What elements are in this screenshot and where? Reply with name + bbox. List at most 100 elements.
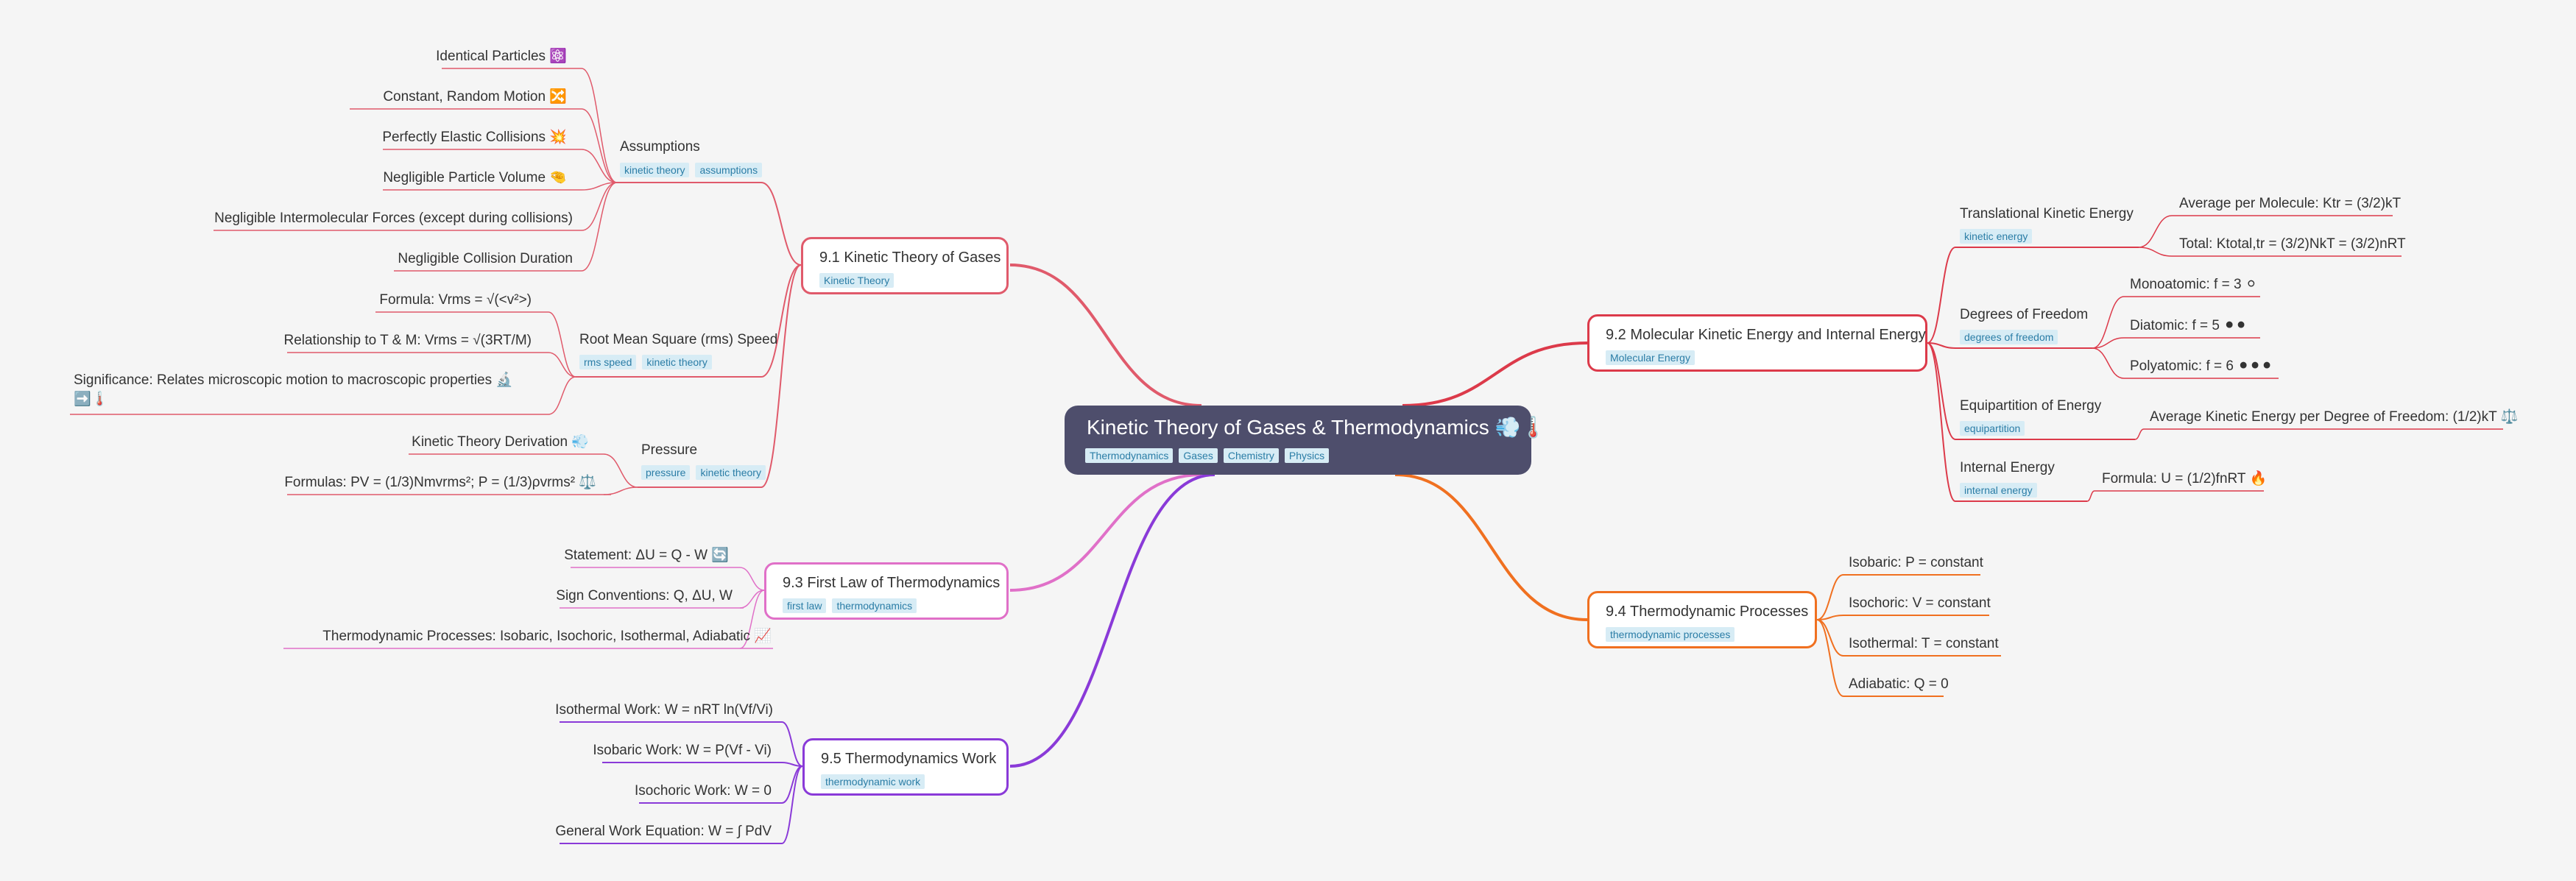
branch-title: 9.5 Thermodynamics Work [821,751,997,767]
connector-line [2086,490,2095,502]
translational-node[interactable]: Translational Kinetic Energy [1960,206,2134,222]
leaf-node[interactable]: Average per Molecule: Ktr = (3/2)kT [2179,196,2402,211]
connector-line [1816,619,1844,697]
leaf-node[interactable]: Adiabatic: Q = 0 [1849,676,1949,692]
degrees-of-freedom-tags: degrees of freedom [1960,330,2064,344]
leaf-node[interactable]: Monoatomic: f = 3 ⚪ [2130,277,2257,292]
connector-line [2092,337,2125,349]
connector-line [2138,215,2173,248]
tag: kinetic theory [696,465,766,480]
tag: Chemistry [1223,448,1279,463]
assumptions-tags: kinetic theory assumptions [620,163,768,177]
leaf-node[interactable]: Isothermal Work: W = nRT ln(Vf/Vi) [555,702,773,718]
leaf-node[interactable]: Relationship to T & M: Vrms = √(3RT/M) [283,333,532,348]
leaf-node[interactable]: Average Kinetic Energy per Degree of Fre… [2150,409,2519,425]
equipartition-node[interactable]: Equipartition of Energy [1960,398,2102,414]
leaf-node[interactable]: Kinetic Theory Derivation 💨 [412,434,589,450]
leaf-node[interactable]: Total: Ktotal,tr = (3/2)NkT = (3/2)nRT [2179,236,2406,252]
leaf-node[interactable]: Significance: Relates microscopic motion… [74,372,514,407]
degrees-of-freedom-node[interactable]: Degrees of Freedom [1960,307,2089,322]
connector-line [739,590,765,649]
connector-line [603,487,638,495]
tag: thermodynamic work [821,774,925,789]
leaf-node[interactable]: Identical Particles ⚛️ [436,49,567,64]
leaf-node[interactable]: Sign Conventions: Q, ΔU, W [556,588,733,604]
connector-line [603,453,638,488]
tag: thermodynamic processes [1606,627,1735,642]
leaf-node[interactable]: Negligible Intermolecular Forces (except… [214,210,573,226]
connector-line [1816,574,1844,620]
connector-line [761,264,802,488]
branch-molecular-energy[interactable]: 9.2 Molecular Kinetic Energy and Interna… [1587,314,1927,372]
pressure-node[interactable]: Pressure [641,442,698,458]
tag: Thermodynamics [1085,448,1174,463]
leaf-node[interactable]: Formulas: PV = (1/3)Nmvrms²; P = (1/3)ρv… [284,475,596,490]
branch-tags: thermodynamic processes [1606,627,1740,642]
connector-line [1394,473,1588,621]
branch-thermodynamic-processes[interactable]: 9.4 Thermodynamic Processes thermodynami… [1587,591,1817,648]
connector-line [548,311,576,378]
leaf-node[interactable]: Constant, Random Motion 🔀 [383,89,567,105]
tag: Gases [1179,448,1218,463]
branch-title: 9.2 Molecular Kinetic Energy and Interna… [1606,327,1926,343]
tag: thermodynamics [832,598,917,613]
connector-line [1927,342,1956,502]
leaf-node[interactable]: General Work Equation: W = ∫ PdV [555,824,772,839]
branch-title: 9.1 Kinetic Theory of Gases [819,250,1001,266]
branch-thermodynamic-work[interactable]: 9.5 Thermodynamics Work thermodynamic wo… [802,738,1009,796]
leaf-node[interactable]: Formula: U = (1/2)fnRT 🔥 [2102,471,2268,487]
connector-line [581,182,618,272]
tag: first law [783,598,827,613]
leaf-node[interactable]: Isochoric Work: W = 0 [634,783,772,799]
branch-title: 9.4 Thermodynamic Processes [1606,604,1809,620]
branch-kinetic-theory[interactable]: 9.1 Kinetic Theory of Gases Kinetic Theo… [801,237,1009,294]
connector-line [2092,347,2125,379]
root-tags: Thermodynamics Gases Chemistry Physics [1085,448,1335,463]
leaf-node[interactable]: Statement: ΔU = Q - W 🔄 [564,548,729,563]
connector-line [548,376,576,415]
rms-speed-node[interactable]: Root Mean Square (rms) Speed [579,332,778,347]
tag: internal energy [1960,483,2037,498]
tag: equipartition [1960,421,2025,436]
branch-first-law[interactable]: 9.3 First Law of Thermodynamics first la… [764,562,1009,620]
leaf-node[interactable]: Negligible Particle Volume 🤏 [383,170,567,185]
connector-line [781,765,803,804]
leaf-node[interactable]: Isochoric: V = constant [1849,595,1991,611]
tag: Kinetic Theory [819,273,894,288]
connector-line [1927,342,1956,440]
connector-line [761,264,802,378]
branch-title: 9.3 First Law of Thermodynamics [783,575,1001,591]
connector-line [581,149,618,183]
assumptions-node[interactable]: Assumptions [620,139,700,155]
connector-line [1009,473,1202,592]
internal-energy-tags: internal energy [1960,483,2043,498]
leaf-node[interactable]: Negligible Collision Duration [398,251,573,266]
leaf-node[interactable]: Diatomic: f = 5 ⚫⚫ [2130,318,2248,333]
leaf-node[interactable]: Polyatomic: f = 6 ⚫⚫⚫ [2130,358,2273,374]
leaf-node[interactable]: Formula: Vrms = √(<v²>) [379,292,532,308]
internal-energy-node[interactable]: Internal Energy [1960,460,2055,475]
tag: degrees of freedom [1960,330,2058,344]
tag: Molecular Energy [1606,350,1695,365]
leaf-node[interactable]: Isobaric Work: W = P(Vf - Vi) [593,743,772,758]
connector-line [1927,247,1956,344]
root-node[interactable]: Kinetic Theory of Gases & Thermodynamics… [1065,406,1546,475]
connector-line [2138,247,2173,257]
tag: kinetic theory [620,163,690,177]
equipartition-tags: equipartition [1960,421,2030,436]
connector-line [581,182,618,231]
tag: assumptions [695,163,763,177]
connector-line [581,108,618,183]
branch-tags: Molecular Energy [1606,350,1701,365]
connector-line [2092,296,2125,349]
leaf-node[interactable]: Thermodynamic Processes: Isobaric, Isoch… [322,629,772,644]
leaf-node[interactable]: Isobaric: P = constant [1849,555,1983,570]
leaf-node[interactable]: Perfectly Elastic Collisions 💥 [382,130,567,145]
tag: Physics [1284,448,1330,463]
connector-line [1927,342,1956,349]
tag: kinetic energy [1960,229,2033,244]
leaf-node[interactable]: Isothermal: T = constant [1849,636,1999,651]
